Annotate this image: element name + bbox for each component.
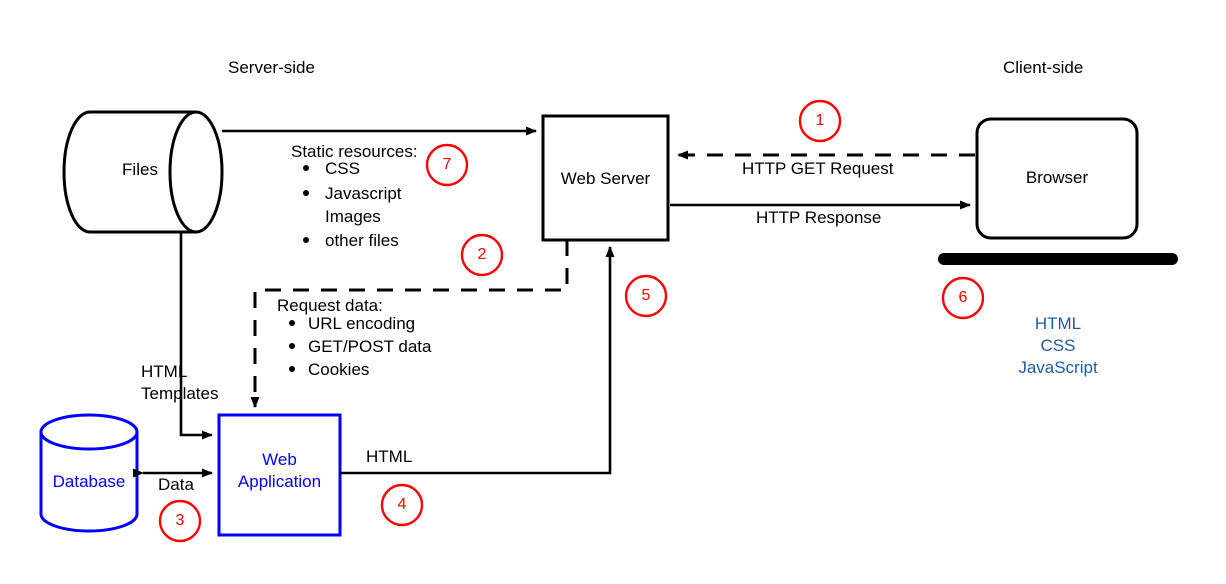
static-resources-item-2: Images	[325, 207, 381, 226]
database-node-shape	[39, 413, 139, 533]
node-label-files: Files	[122, 160, 158, 179]
static-resources-bullets	[303, 165, 309, 243]
edge-label-data: Data	[158, 475, 194, 494]
edge-label-http-response: HTTP Response	[756, 208, 882, 227]
step-marker-2-circle	[460, 233, 504, 277]
step-marker-7-label: 7	[442, 156, 452, 173]
edge-label-html: HTML	[366, 447, 413, 466]
edge-label-html-templates-line2: Templates	[141, 384, 219, 403]
step-marker-6-label: 6	[958, 289, 968, 306]
browser-node-shape	[975, 117, 1139, 240]
web-server-node-shape	[541, 114, 670, 242]
client-stack-javascript: JavaScript	[1018, 358, 1098, 377]
step-marker-3-circle	[158, 499, 202, 543]
static-resources-item-1: Javascript	[325, 184, 402, 203]
request-data-title: Request data:	[277, 296, 383, 315]
step-marker-1-circle	[798, 99, 842, 143]
step-marker-3-label: 3	[175, 512, 185, 529]
node-label-web-server: Web Server	[560, 169, 651, 188]
web-application-node-shape	[217, 413, 342, 537]
step-marker-5-label: 5	[641, 287, 651, 304]
request-data-item-1: GET/POST data	[308, 337, 432, 356]
step-marker-6-circle	[941, 276, 985, 320]
static-resources-item-0: CSS	[325, 159, 360, 178]
node-label-browser: Browser	[1025, 168, 1089, 187]
edge-web-server-to-web-application-request-data	[250, 240, 569, 408]
step-marker-circles	[158, 99, 985, 543]
edge-label-html-templates-line1: HTML	[141, 362, 188, 381]
step-marker-7-circle	[425, 143, 469, 187]
edge-files-to-web-application	[179, 232, 213, 440]
node-label-web-application-line1: Web	[262, 450, 297, 469]
step-marker-1-label: 1	[815, 112, 825, 129]
edge-label-http-get-request: HTTP GET Request	[742, 159, 894, 178]
node-label-web-application-line2: Application	[237, 472, 322, 491]
step-marker-2-label: 2	[477, 246, 487, 263]
edge-web-application-to-web-server-html	[340, 246, 615, 475]
step-marker-5-circle	[624, 274, 668, 318]
request-data-item-2: Cookies	[308, 360, 370, 379]
step-marker-4-label: 4	[397, 496, 407, 513]
step-marker-4-circle	[380, 483, 424, 527]
client-stack-css: CSS	[1040, 336, 1076, 355]
static-resources-item-3: other files	[325, 231, 399, 250]
client-stack-html: HTML	[1034, 314, 1082, 333]
request-data-bullets	[289, 320, 295, 372]
header-server-side: Server-side	[228, 58, 315, 77]
laptop-base-shape	[938, 253, 1178, 265]
request-data-item-0: URL encoding	[308, 314, 416, 333]
files-node-shape	[62, 110, 224, 234]
header-client-side: Client-side	[1003, 58, 1084, 77]
node-label-database: Database	[52, 472, 126, 491]
static-resources-title: Static resources:	[291, 142, 418, 161]
